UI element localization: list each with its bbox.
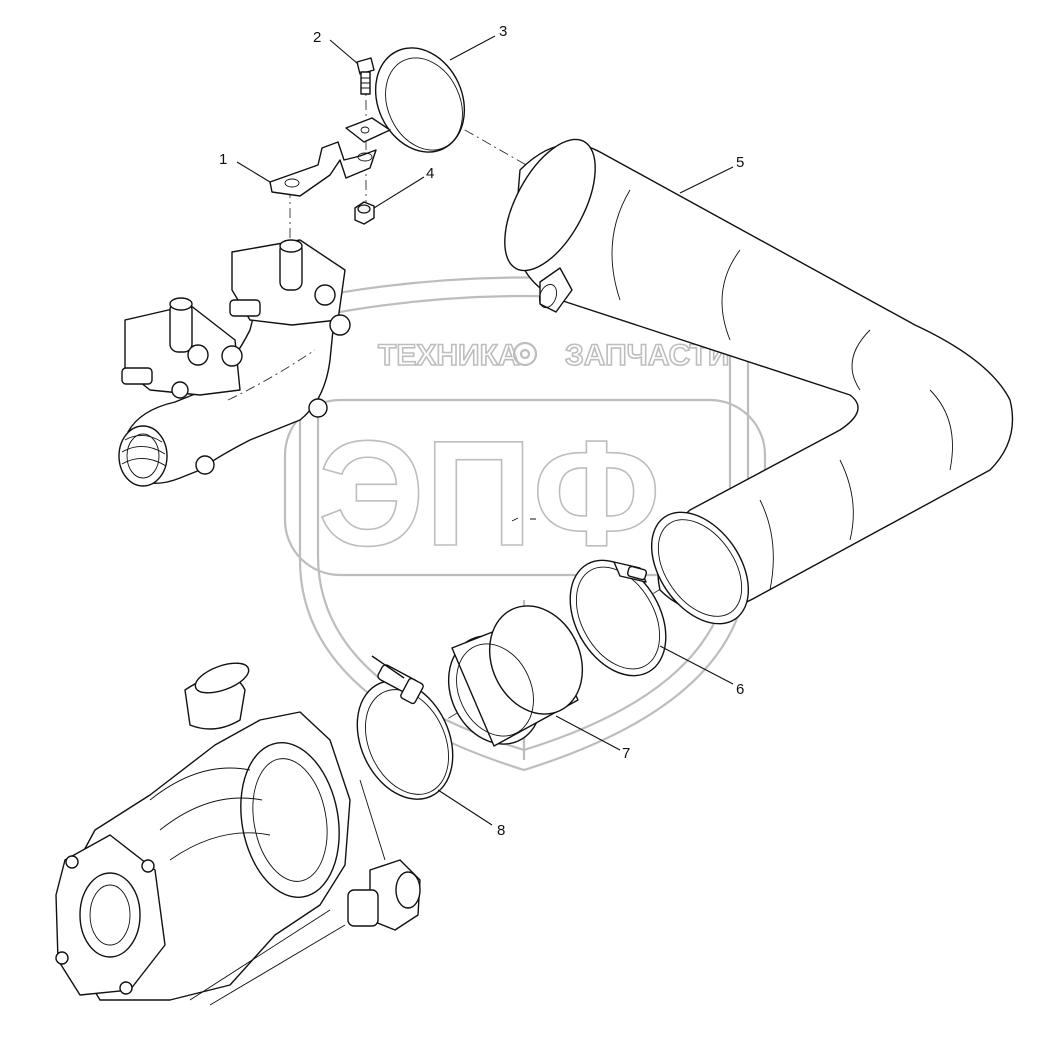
- callout-5: 5: [679, 154, 744, 194]
- part-4-nut: [354, 201, 375, 225]
- part-5-intake-pipe: [504, 138, 1014, 625]
- callout-4: 4: [373, 165, 434, 209]
- elbow-housing: [118, 239, 351, 487]
- callout-7: 7: [555, 715, 630, 762]
- turbocharger: [55, 662, 421, 1006]
- part-6-hose-clamp: [569, 559, 667, 677]
- callout-label-5: 5: [736, 154, 744, 171]
- watermark-shield-outline: [298, 276, 750, 772]
- part-2-bolt: [356, 57, 375, 95]
- callout-label-3: 3: [499, 23, 507, 40]
- watermark-main-text: ЭПФ: [318, 409, 661, 577]
- watermark-inner-shield: [316, 294, 732, 752]
- part-7-rubber-sleeve: [447, 605, 584, 747]
- watermark-logo: ТЕХНИКА ЗАПЧАСТИ ЭПФ: [283, 276, 767, 772]
- part-8-tbolt-clamp: [356, 655, 454, 800]
- callout-label-8: 8: [497, 822, 505, 839]
- part-3-clamp-band: [345, 47, 466, 153]
- callout-8: 8: [437, 789, 505, 839]
- part-1-bracket: [269, 141, 377, 197]
- callout-label-4: 4: [426, 165, 434, 182]
- watermark-gear-icon: [512, 341, 538, 367]
- center-mark: [511, 517, 536, 522]
- callout-3: 3: [449, 23, 507, 61]
- callout-2: 2: [313, 29, 359, 65]
- callout-label-1: 1: [219, 151, 227, 168]
- callout-label-2: 2: [313, 29, 321, 46]
- callout-label-7: 7: [622, 745, 630, 762]
- callout-label-6: 6: [736, 681, 744, 698]
- callout-6: 6: [659, 645, 744, 698]
- watermark-text-left: ТЕХНИКА: [378, 339, 520, 372]
- callout-1: 1: [219, 151, 271, 183]
